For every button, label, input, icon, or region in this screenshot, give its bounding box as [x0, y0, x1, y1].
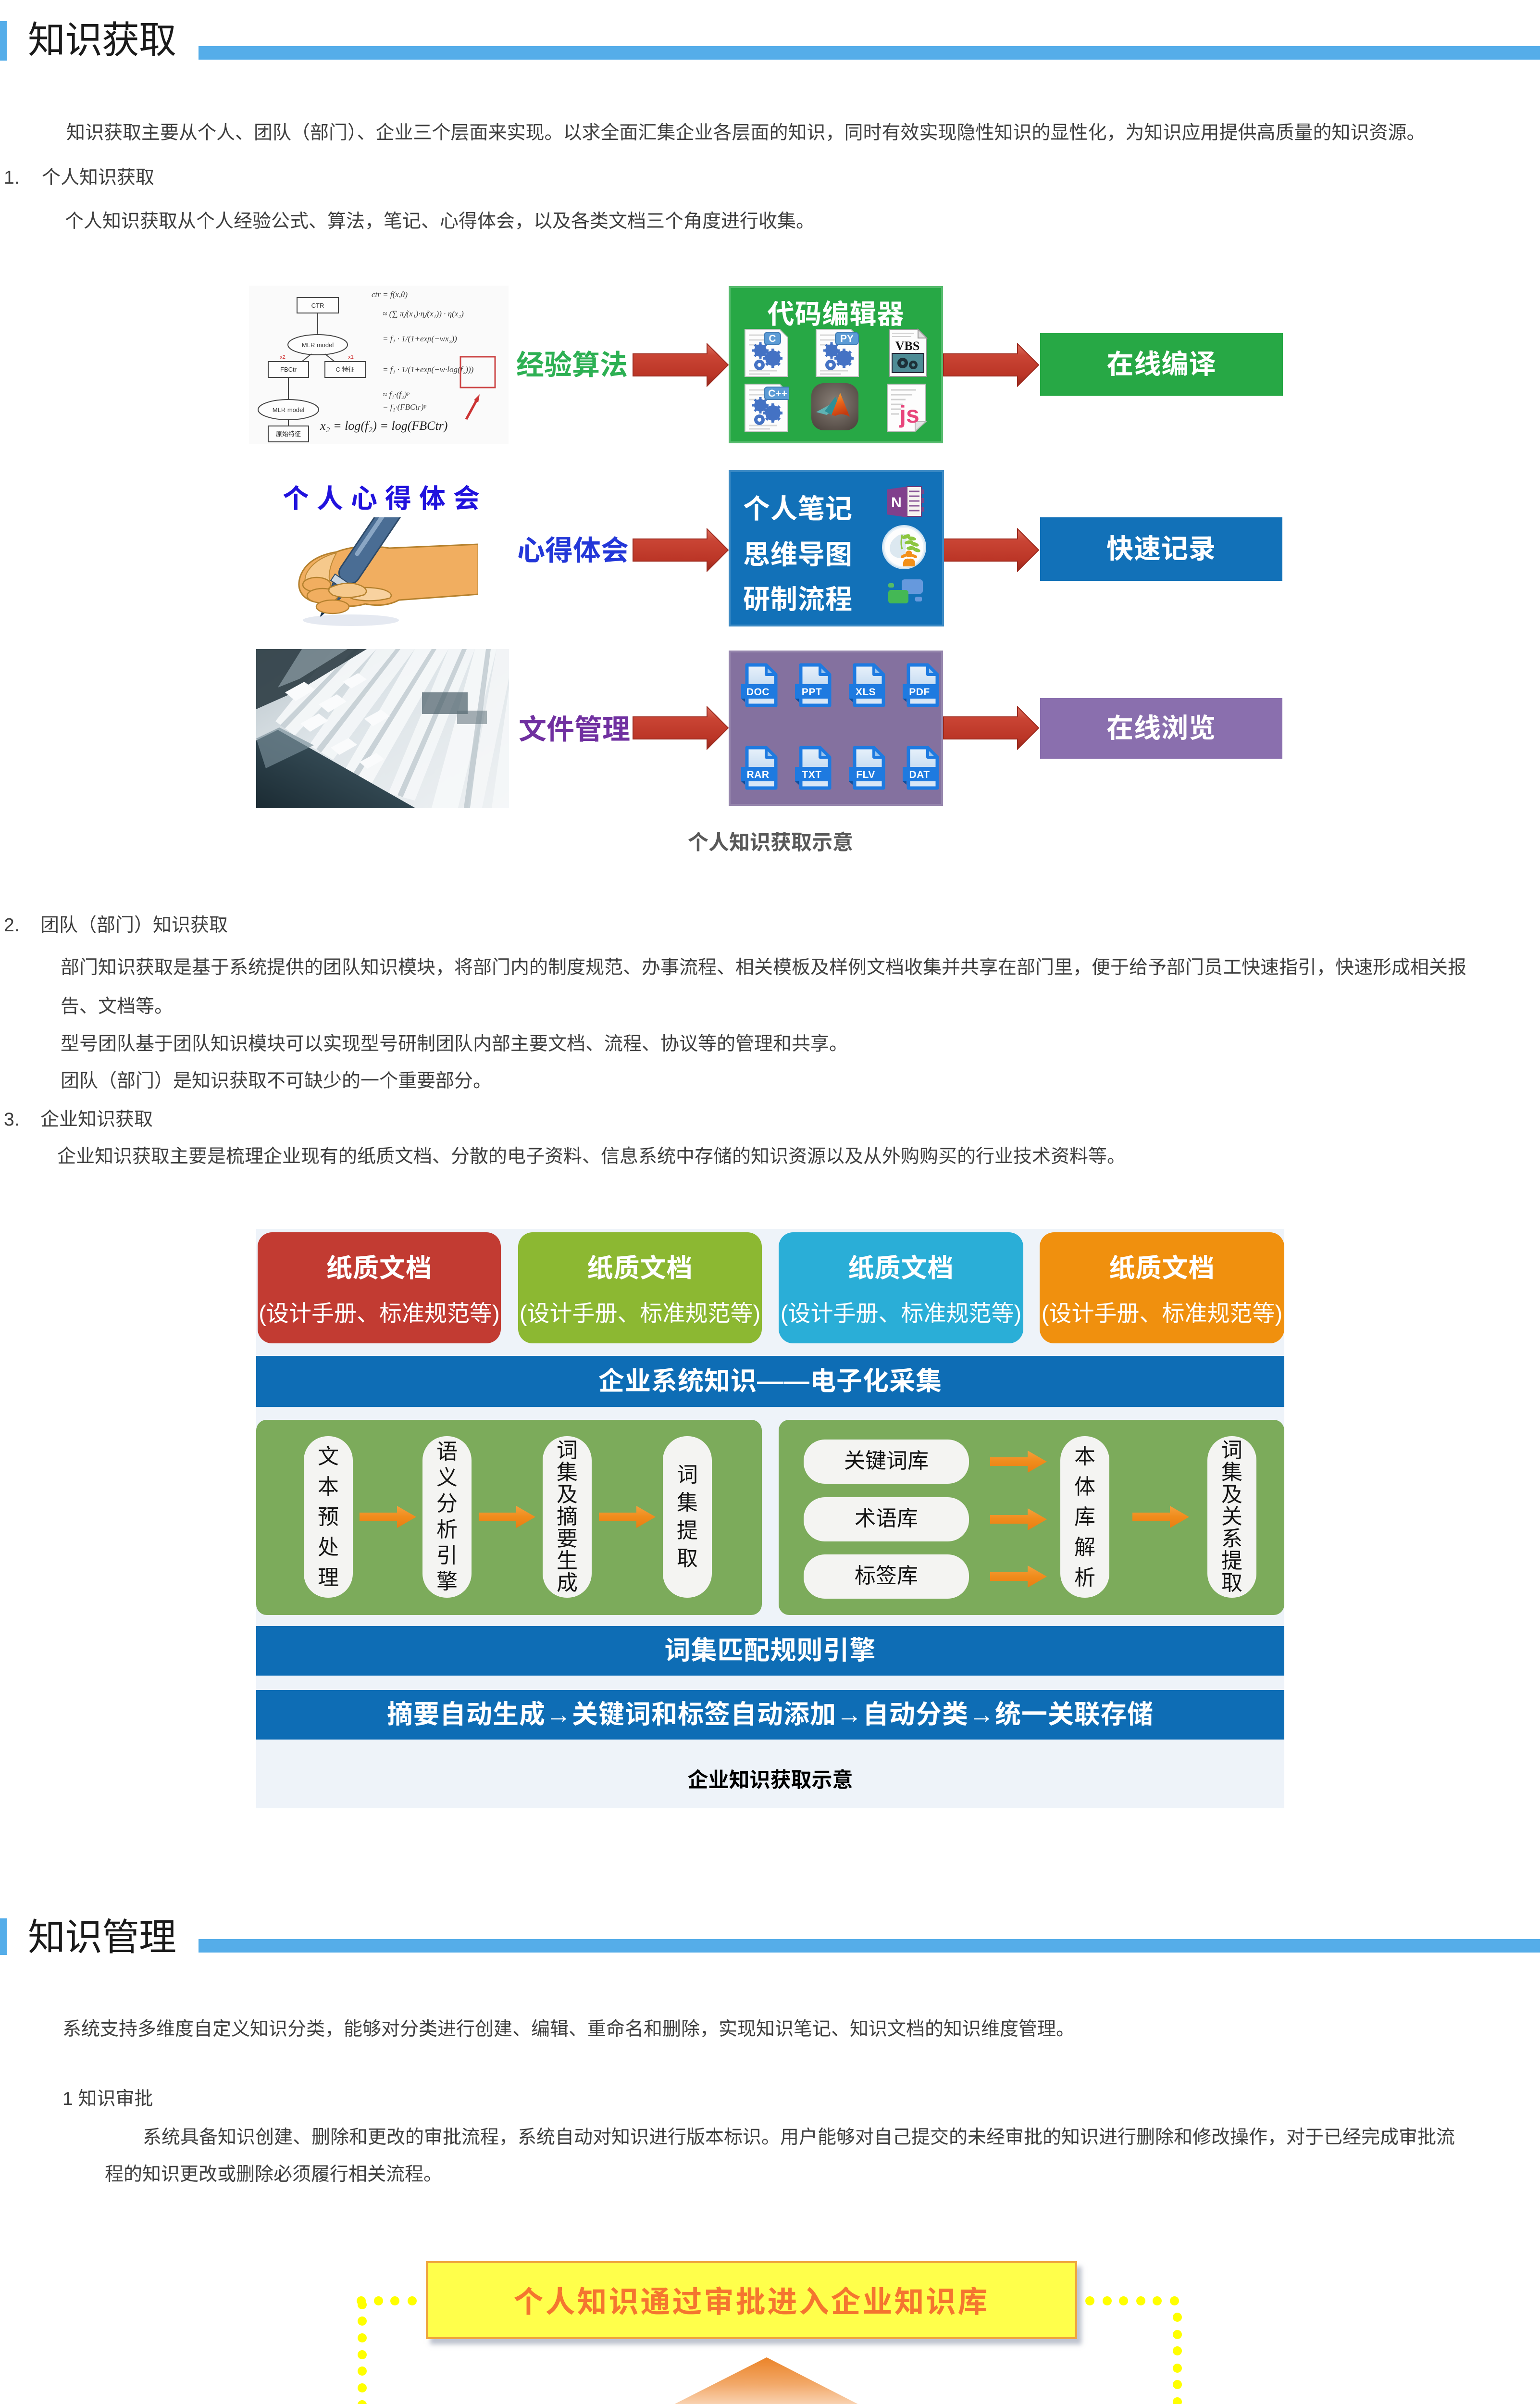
svg-text:x1: x1: [348, 354, 354, 360]
svg-text:= f₁·(FBCtr)ᵖ: = f₁·(FBCtr)ᵖ: [383, 402, 426, 412]
svg-text:= f₁ · 1/(1+exp(−wx₂)): = f₁ · 1/(1+exp(−wx₂)): [383, 334, 457, 343]
svg-text:≈ (∑ π𝑗(x₁)·η𝑗(x₁)) · η(x₂): ≈ (∑ π𝑗(x₁)·η𝑗(x₁)) · η(x₂): [383, 309, 464, 318]
svg-text:N: N: [891, 495, 902, 511]
svg-text:DAT: DAT: [909, 769, 930, 780]
svg-text:≈ f₁·(f₂)ᵖ: ≈ f₁·(f₂)ᵖ: [383, 390, 410, 399]
svg-text:DOC: DOC: [746, 687, 770, 698]
svg-text:ctr = f(x,θ): ctr = f(x,θ): [372, 290, 408, 299]
svg-text:x2: x2: [280, 354, 286, 360]
svg-text:VBS: VBS: [895, 339, 920, 353]
svg-text:js: js: [899, 401, 919, 428]
svg-text:MLR model: MLR model: [302, 341, 334, 349]
svg-text:TXT: TXT: [802, 769, 821, 780]
svg-text:PY: PY: [840, 333, 854, 344]
svg-text:CTR: CTR: [311, 302, 324, 309]
svg-text:FBCtr: FBCtr: [280, 366, 297, 373]
svg-text:XLS: XLS: [856, 687, 876, 698]
svg-text:PPT: PPT: [802, 687, 822, 698]
svg-text:MLR model: MLR model: [273, 406, 305, 413]
svg-text:= f₁ · 1/(1+exp(−w·log(f₂))): = f₁ · 1/(1+exp(−w·log(f₂))): [383, 365, 474, 374]
svg-text:FLV: FLV: [856, 769, 875, 780]
svg-text:C: C: [769, 333, 776, 344]
svg-text:C++: C++: [768, 388, 787, 399]
svg-text:C 特征: C 特征: [335, 366, 354, 373]
svg-text:x₂ = log(f₂) = log(FBCtr): x₂ = log(f₂) = log(FBCtr): [320, 419, 447, 433]
svg-text:PDF: PDF: [909, 687, 930, 698]
svg-text:原始特征: 原始特征: [276, 430, 301, 438]
svg-text:RAR: RAR: [747, 769, 770, 780]
